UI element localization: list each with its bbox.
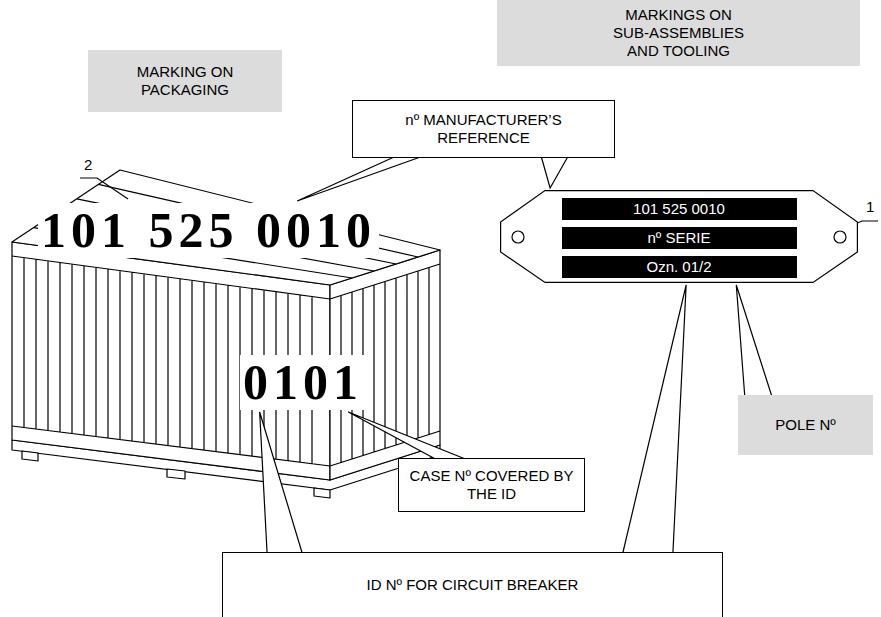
callout-box: nº MANUFACTURER’S REFERENCE: [352, 100, 615, 158]
crate-marking: 101 525 0010 0101: [38, 203, 379, 410]
callout-number: 2: [84, 156, 92, 174]
section-heading: MARKING ON PACKAGING: [88, 50, 282, 112]
callout-number: 1: [866, 198, 874, 216]
box-label: MARKING ON PACKAGING: [115, 63, 255, 99]
crate-lid: [12, 170, 440, 285]
callout-box: CASE Nº COVERED BY THE ID: [398, 458, 585, 512]
callout-pointer: [736, 285, 771, 396]
package-marking: 101 525 0010: [38, 203, 379, 258]
plate-border: [501, 191, 858, 283]
callout-pointer: [541, 157, 567, 188]
crate-lid-planks: [34, 184, 418, 278]
plate-inscription: Ozn. 01/2: [562, 256, 797, 278]
callout-pointer: [297, 157, 420, 201]
callout-pointer: [623, 285, 686, 553]
marking-plate: 101 525 0010 nº SERIE Ozn. 01/2: [500, 190, 858, 283]
callout-pointer: [348, 412, 465, 459]
fixing-hole: [834, 231, 846, 243]
callout-box: ID Nº FOR CIRCUIT BREAKER: [222, 552, 723, 617]
plate-inscription: 101 525 0010: [562, 198, 797, 220]
fixing-hole: [512, 231, 524, 243]
pole-box: POLE Nº: [738, 395, 873, 455]
box-label: nº MANUFACTURER’S REFERENCE: [384, 111, 584, 147]
callout-pointer: [260, 412, 303, 553]
box-label: POLE Nº: [775, 416, 836, 434]
plate-inscription: nº SERIE: [562, 227, 797, 249]
crate-foot: [314, 488, 330, 498]
box-label: CASE Nº COVERED BY THE ID: [409, 467, 574, 503]
crate-illustration: [12, 170, 440, 498]
crate-foot: [167, 469, 185, 479]
leader-line: [80, 178, 128, 199]
crate-foot: [22, 451, 38, 461]
section-heading: MARKINGS ON SUB-ASSEMBLIES AND TOOLING: [497, 0, 860, 66]
package-marking: 0101: [240, 355, 366, 410]
box-label: MARKINGS ON SUB-ASSEMBLIES AND TOOLING: [609, 6, 749, 60]
box-label: ID Nº FOR CIRCUIT BREAKER: [367, 576, 579, 594]
